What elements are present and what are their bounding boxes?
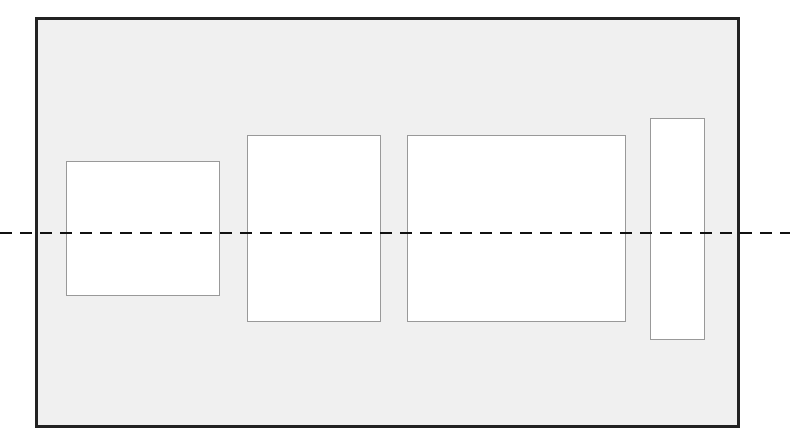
dashed-centerline [0, 232, 790, 234]
box-2 [247, 135, 381, 322]
box-3 [407, 135, 626, 322]
box-4 [650, 118, 705, 340]
box-1 [66, 161, 220, 296]
